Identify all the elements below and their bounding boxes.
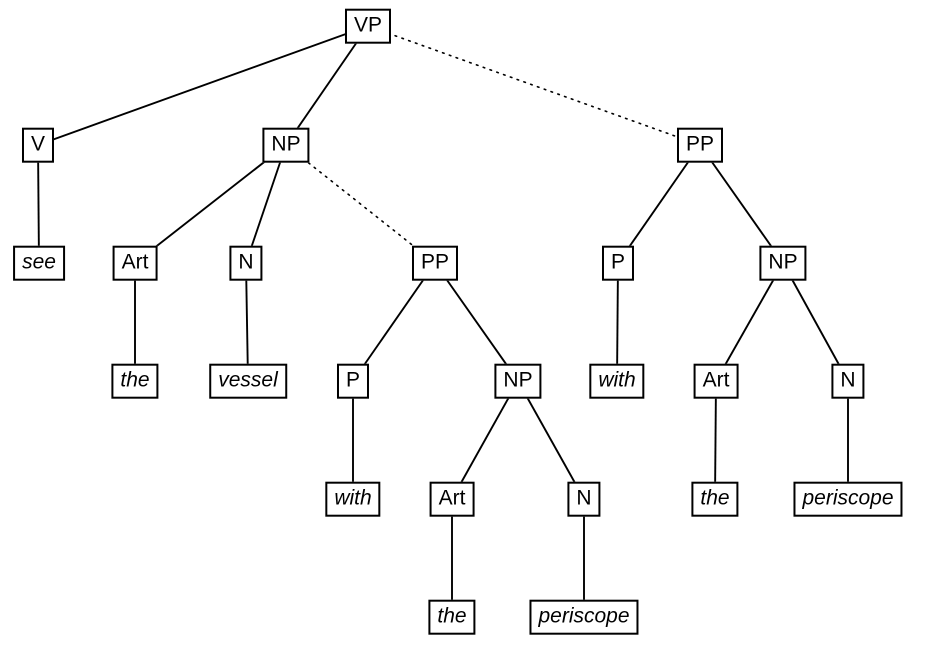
tree-node-np3: NP <box>759 245 807 281</box>
tree-node-art3: Art <box>693 363 739 399</box>
tree-node-np2: NP <box>494 363 542 399</box>
tree-node-the2: the <box>428 599 476 635</box>
tree-node-pp1: PP <box>411 245 459 281</box>
tree-edge-np1-art1 <box>134 144 287 264</box>
tree-node-with2: with <box>589 363 645 399</box>
tree-node-see: see <box>13 245 65 281</box>
tree-edge-art3-the3 <box>714 380 717 500</box>
tree-edge-np2-n2 <box>517 380 585 500</box>
tree-node-vessel: vessel <box>209 363 287 399</box>
tree-node-the1: the <box>111 363 159 399</box>
tree-node-n2: N <box>567 481 601 517</box>
tree-node-p1: P <box>336 363 370 399</box>
tree-edge-np2-art2 <box>451 380 519 500</box>
tree-edge-v-see <box>37 144 40 264</box>
tree-node-with1: with <box>325 481 381 517</box>
tree-edge-pp1-p1 <box>352 262 436 382</box>
tree-edge-vp-v <box>37 25 369 146</box>
tree-node-art2: Art <box>429 481 475 517</box>
tree-node-v: V <box>21 127 55 163</box>
tree-node-vp: VP <box>344 8 392 44</box>
tree-node-periscope2: periscope <box>793 481 903 517</box>
tree-node-np1: NP <box>262 127 310 163</box>
tree-edge-np1-pp1-dotted <box>285 144 436 264</box>
tree-edge-pp2-np3 <box>699 144 784 264</box>
tree-edge-pp2-p2 <box>617 144 701 264</box>
tree-edge-n1-vessel <box>245 262 249 382</box>
tree-node-art1: Art <box>112 245 158 281</box>
tree-edge-vp-np1 <box>285 25 369 146</box>
tree-node-n1: N <box>229 245 263 281</box>
tree-edge-pp1-np2 <box>434 262 519 382</box>
tree-node-n3: N <box>831 363 865 399</box>
tree-node-the3: the <box>691 481 739 517</box>
tree-edge-np3-n3 <box>782 262 849 382</box>
tree-edge-np1-n1 <box>245 144 287 264</box>
tree-node-p2: P <box>601 245 635 281</box>
tree-node-periscope1: periscope <box>529 599 639 635</box>
tree-edge-p2-with2 <box>616 262 619 382</box>
tree-edge-np3-art3 <box>715 262 784 382</box>
tree-edge-vp-pp2-dotted <box>367 25 701 146</box>
tree-node-pp2: PP <box>676 127 724 163</box>
